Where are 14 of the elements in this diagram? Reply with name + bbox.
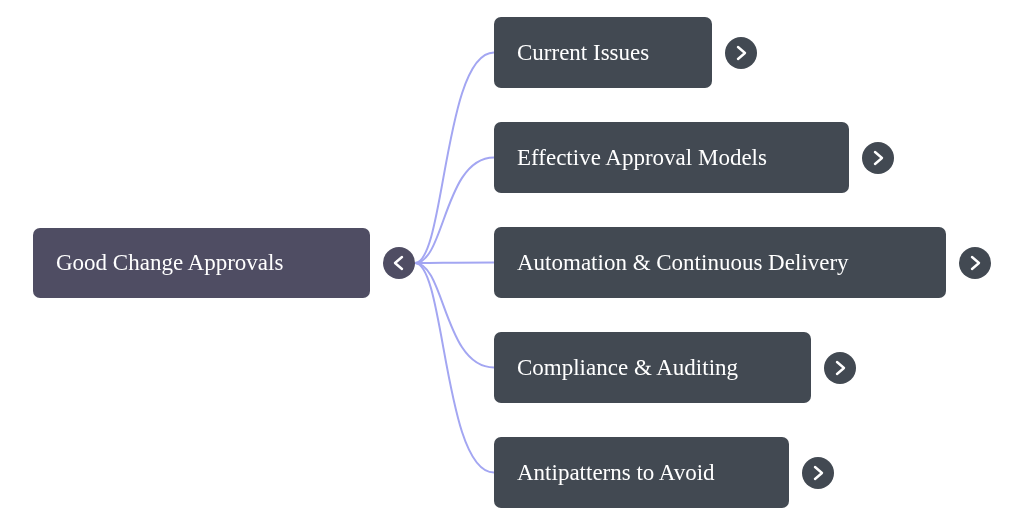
topic-box <box>494 17 712 88</box>
connector-line <box>414 51 495 264</box>
topic-label: Antipatterns to Avoid <box>517 459 715 486</box>
topic-box <box>494 332 811 403</box>
topic-label: Good Change Approvals <box>56 250 284 276</box>
connector-line <box>414 262 495 474</box>
topic-label: Current Issues <box>517 39 650 66</box>
topic-label: Effective Approval Models <box>517 144 767 171</box>
root-topic-box <box>33 228 370 298</box>
topic-box <box>494 122 849 193</box>
topic-box <box>494 437 789 508</box>
topic-box <box>494 227 946 298</box>
topic-label: Compliance & Auditing <box>517 354 739 381</box>
topic-label: Automation & Continuous Delivery <box>517 249 849 276</box>
